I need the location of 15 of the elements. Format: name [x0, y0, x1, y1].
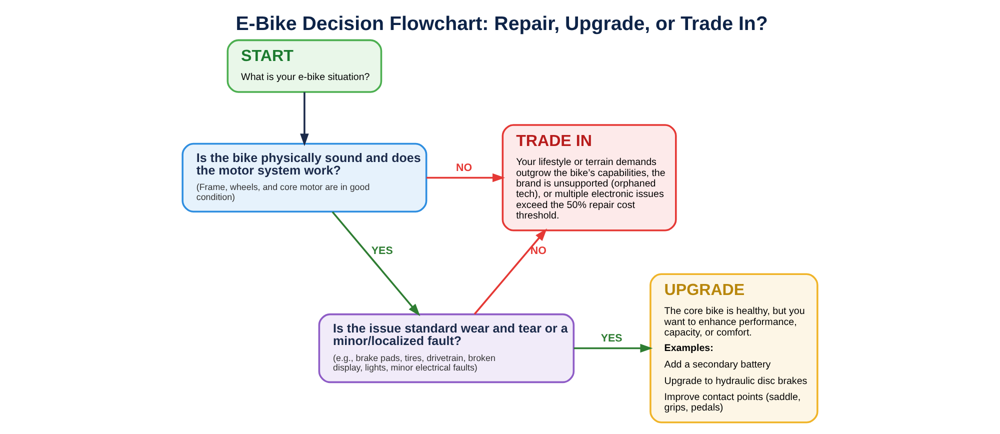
node-box: Is the issue standard wear and tear or a minor/localized fault? (e.g., brake pads, tires, drivetrain, broken display, lights, minor electrical faults) — [318, 313, 575, 384]
node-box: Is the bike physically sound and does the motor system work? (Frame, wheels, and core motor are in good condition) — [182, 142, 428, 213]
node-box: START What is your e-bike situation? — [226, 39, 382, 93]
edge-label: NO — [530, 245, 546, 258]
edge-label: NO — [456, 162, 472, 174]
arrow — [332, 211, 420, 316]
arrow — [574, 344, 653, 353]
edge-label: YES — [371, 245, 393, 258]
arrow — [300, 92, 309, 146]
node-box: UPGRADE The core bike is healthy, but you want to enhance performance, capacity, or comfort. Examples: Add a secondary battery Upgrade to hydraulic disc brakes Improve contact points (saddle, grips, pedals) — [650, 273, 818, 424]
edge-label: YES — [600, 332, 622, 345]
node-box: TRADE IN Your lifestyle or terrain demands outgrow the bike’s capabilities, the brand is unsupported (orphaned tech), or multiple electronic issues exceed the 50% repair cost threshold. — [502, 124, 677, 232]
arrow — [474, 228, 547, 315]
diagram-title: E-Bike Decision Flowchart: Repair, Upgrade, or Trade In? — [236, 13, 768, 36]
arrow — [426, 173, 506, 182]
